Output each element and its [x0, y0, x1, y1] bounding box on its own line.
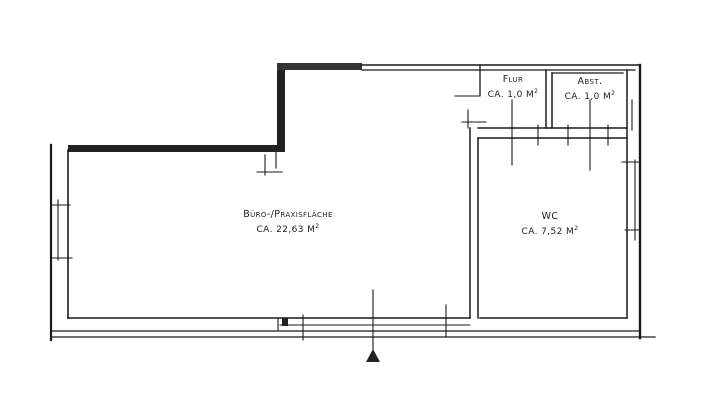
room-area: ca. 22,63 m2 — [256, 223, 320, 235]
room-area: ca. 7,52 m2 — [521, 225, 579, 237]
entrance-marker-icon — [366, 349, 380, 362]
room-name: Flur — [502, 74, 524, 85]
room-name: WC — [541, 211, 559, 222]
room-label-wc: WC ca. 7,52 m2 — [510, 211, 590, 238]
office-outer-walls — [49, 63, 656, 342]
room-name: Büro-/Praxisfläche — [243, 209, 333, 220]
right-walls — [469, 63, 642, 340]
room-area: ca. 1,0 m2 — [487, 88, 539, 100]
room-label-hall: Flur ca. 1,0 m2 — [478, 74, 548, 101]
room-area: ca. 1,0 m2 — [564, 90, 616, 102]
room-name: Abst. — [577, 76, 603, 87]
room-label-office: Büro-/Praxisfläche ca. 22,63 m2 — [213, 209, 363, 236]
room-label-storage: Abst. ca. 1,0 m2 — [555, 76, 625, 103]
dimension-ticks — [51, 95, 641, 351]
